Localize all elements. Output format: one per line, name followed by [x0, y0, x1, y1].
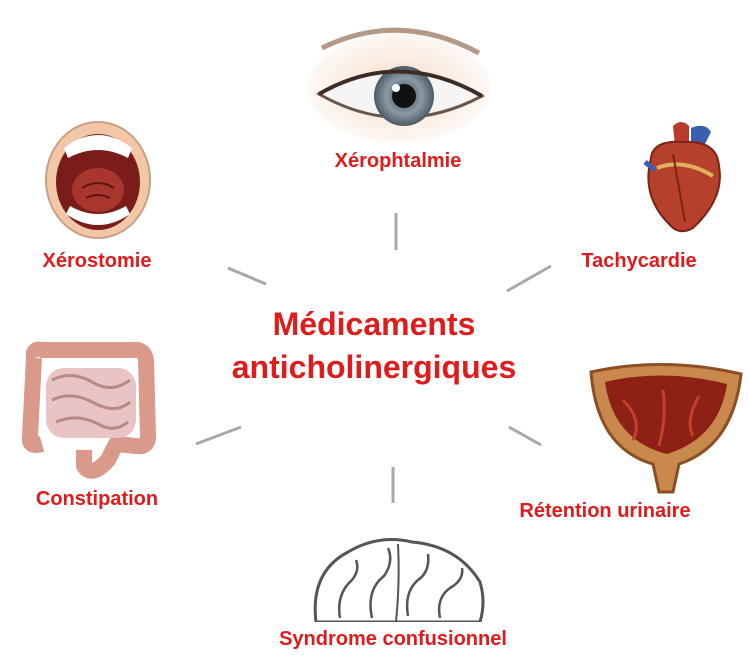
eye-illustration [304, 18, 494, 146]
center-title-line2: anticholinergiques [232, 346, 516, 389]
label-syndrome-confusionnel: Syndrome confusionnel [279, 628, 507, 651]
center-title: Médicaments anticholinergiques [232, 303, 516, 389]
intestine-illustration [12, 340, 162, 482]
label-retention-urinaire: Rétention urinaire [519, 500, 690, 523]
connector-bladder [509, 427, 541, 445]
center-title-line1: Médicaments [232, 303, 516, 346]
label-xerophtalmie: Xérophtalmie [335, 150, 462, 173]
label-tachycardie: Tachycardie [581, 250, 696, 273]
connector-heart [507, 266, 551, 291]
heart-illustration [633, 118, 733, 236]
connector-intestine [196, 427, 241, 444]
bladder-illustration [583, 360, 747, 495]
mouth-illustration [42, 118, 154, 240]
brain-illustration [308, 532, 488, 622]
label-xerostomie: Xérostomie [43, 250, 152, 273]
label-constipation: Constipation [36, 488, 158, 511]
connector-mouth [228, 268, 266, 284]
